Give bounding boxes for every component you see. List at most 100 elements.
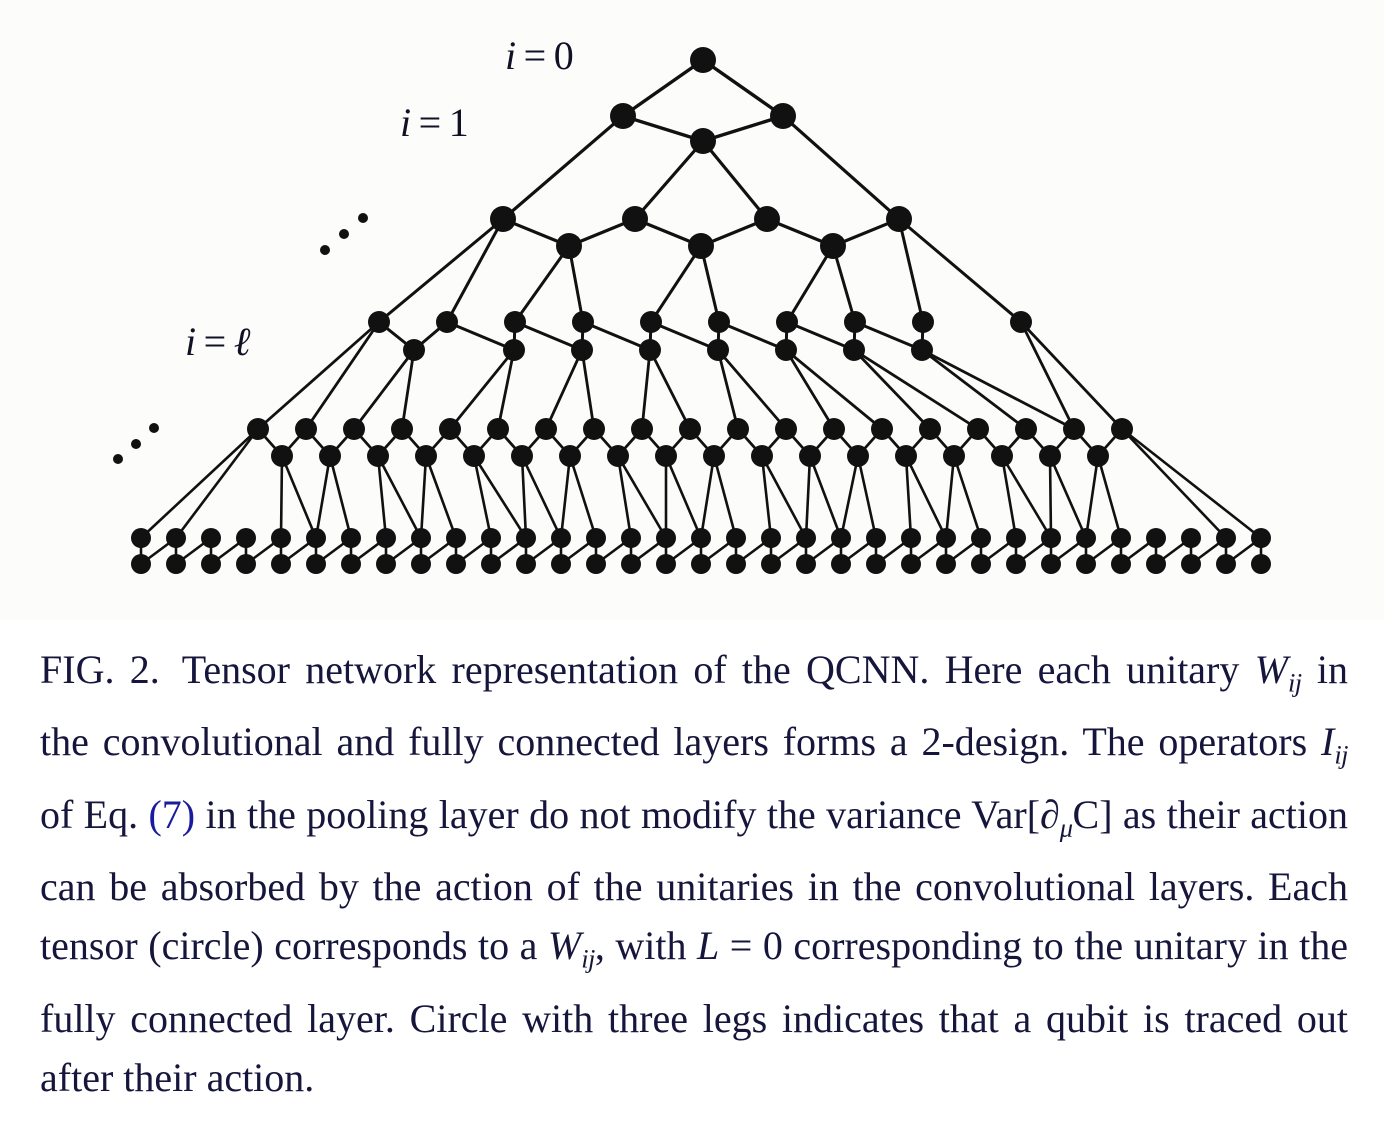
tensor-node-pool <box>556 233 582 259</box>
tensor-node-leg <box>656 528 676 548</box>
tensor-node-leg <box>936 554 956 574</box>
layer-label-i1: i=1 <box>400 99 469 146</box>
tensor-node-leg <box>341 528 361 548</box>
tensor-node-pool <box>511 445 533 467</box>
tensor-node-conv <box>708 311 730 333</box>
tensor-node-leg <box>761 554 781 574</box>
tensor-node-pool <box>847 445 869 467</box>
tensor-node-conv <box>295 418 317 440</box>
tensor-node-leg <box>376 528 396 548</box>
tensor-node-leg <box>1006 554 1026 574</box>
tensor-node-leg <box>586 528 606 548</box>
tensor-node-leg <box>726 528 746 548</box>
tensor-node-leg <box>866 528 886 548</box>
upper-ellipsis-dot <box>320 245 330 255</box>
tensor-node-pool <box>775 339 797 361</box>
tensor-node-leg <box>726 554 746 574</box>
tensor-node-conv <box>1015 418 1037 440</box>
tensor-node-leg <box>271 554 291 574</box>
caption-symbol-w-sub: ij <box>1287 667 1302 698</box>
layer-label-i0-eq: = <box>523 33 547 78</box>
tensor-node-leg <box>481 528 501 548</box>
tensor-node-conv <box>871 418 893 440</box>
tensor-node-pool <box>690 128 716 154</box>
layer-label-i1-value: 1 <box>448 100 470 145</box>
tensor-node-leg <box>166 528 186 548</box>
equation-reference-link[interactable]: (7) <box>148 791 196 837</box>
tensor-node-conv <box>535 418 557 440</box>
tensor-node-leg <box>1146 554 1166 574</box>
tensor-node-leg <box>306 554 326 574</box>
caption-text-6: , with <box>594 923 698 969</box>
caption-text-5: C] as their action can be absorbed by th… <box>40 791 1348 969</box>
network-nodes <box>131 47 1271 574</box>
tensor-node-pool <box>415 445 437 467</box>
tensor-node-leg <box>236 554 256 574</box>
tensor-node-conv <box>776 311 798 333</box>
tensor-node-leg <box>411 528 431 548</box>
lower-ellipsis-dot <box>131 439 141 449</box>
lower-ellipsis-dot <box>113 454 123 464</box>
layer-label-i0: i=0 <box>505 32 574 79</box>
tensor-node-leg <box>1111 528 1131 548</box>
tensor-node-pool <box>503 339 525 361</box>
lower-ellipsis-dot <box>149 423 159 433</box>
tensor-node-conv <box>770 103 796 129</box>
tensor-node-conv <box>610 103 636 129</box>
tensor-node-pool <box>367 445 389 467</box>
tensor-node-leg <box>446 554 466 574</box>
tensor-node-conv <box>490 206 516 232</box>
tensor-node-leg <box>551 554 571 574</box>
tensor-node-leg <box>411 554 431 574</box>
tensor-node-leg <box>1181 528 1201 548</box>
layer-label-i-ell: i=ℓ <box>185 318 251 365</box>
tensor-node-leg <box>796 528 816 548</box>
ellipsis-dots-group <box>113 213 368 464</box>
tensor-node-pool <box>751 445 773 467</box>
tensor-node-conv <box>679 418 701 440</box>
tensor-node-pool <box>559 445 581 467</box>
tensor-node-pool <box>639 339 661 361</box>
tensor-node-pool <box>895 445 917 467</box>
tensor-node-conv <box>886 206 912 232</box>
layer-label-i0-value: 0 <box>553 33 575 78</box>
caption-symbol-w2-sub: ij <box>581 943 595 974</box>
tensor-node-pool <box>843 339 865 361</box>
caption-symbol-w: W <box>1254 647 1288 692</box>
tensor-node-leg <box>1076 554 1096 574</box>
tensor-node-pool <box>271 445 293 467</box>
tensor-node-pool <box>799 445 821 467</box>
tensor-node-leg <box>1216 528 1236 548</box>
tensor-node-conv <box>391 418 413 440</box>
caption-text-1: Tensor network representation of the QCN… <box>181 647 1255 692</box>
tensor-node-conv <box>727 418 749 440</box>
tensor-node-leg <box>621 528 641 548</box>
caption-figure-number: FIG. 2. <box>40 647 160 692</box>
tensor-node-conv <box>487 418 509 440</box>
tensor-node-leg <box>831 528 851 548</box>
tensor-node-conv <box>1010 311 1032 333</box>
upper-ellipsis-dot <box>358 213 368 223</box>
tensor-node-leg <box>201 528 221 548</box>
layer-label-i-ell-value: ℓ <box>233 319 251 364</box>
tensor-node-conv <box>1063 418 1085 440</box>
tensor-node-leg <box>1146 528 1166 548</box>
tensor-node-conv <box>583 418 605 440</box>
tensor-node-leg <box>691 528 711 548</box>
tensor-node-conv <box>823 418 845 440</box>
tensor-node-leg <box>901 554 921 574</box>
caption-text-7: = 0 corresponding to the unitary in the … <box>40 923 1348 1100</box>
tensor-node-leg <box>1076 528 1096 548</box>
caption-symbol-l: L <box>697 923 720 969</box>
tensor-node-leg <box>621 554 641 574</box>
tensor-network-diagram <box>113 47 1271 574</box>
upper-ellipsis-dot <box>339 229 349 239</box>
tensor-node-leg <box>866 554 886 574</box>
tensor-node-conv <box>247 418 269 440</box>
tensor-node-leg <box>1041 554 1061 574</box>
tensor-node-conv <box>439 418 461 440</box>
tensor-node-conv <box>919 418 941 440</box>
tensor-node-pool <box>1087 445 1109 467</box>
layer-label-i0-var: i <box>505 33 517 78</box>
tensor-node-leg <box>586 554 606 574</box>
